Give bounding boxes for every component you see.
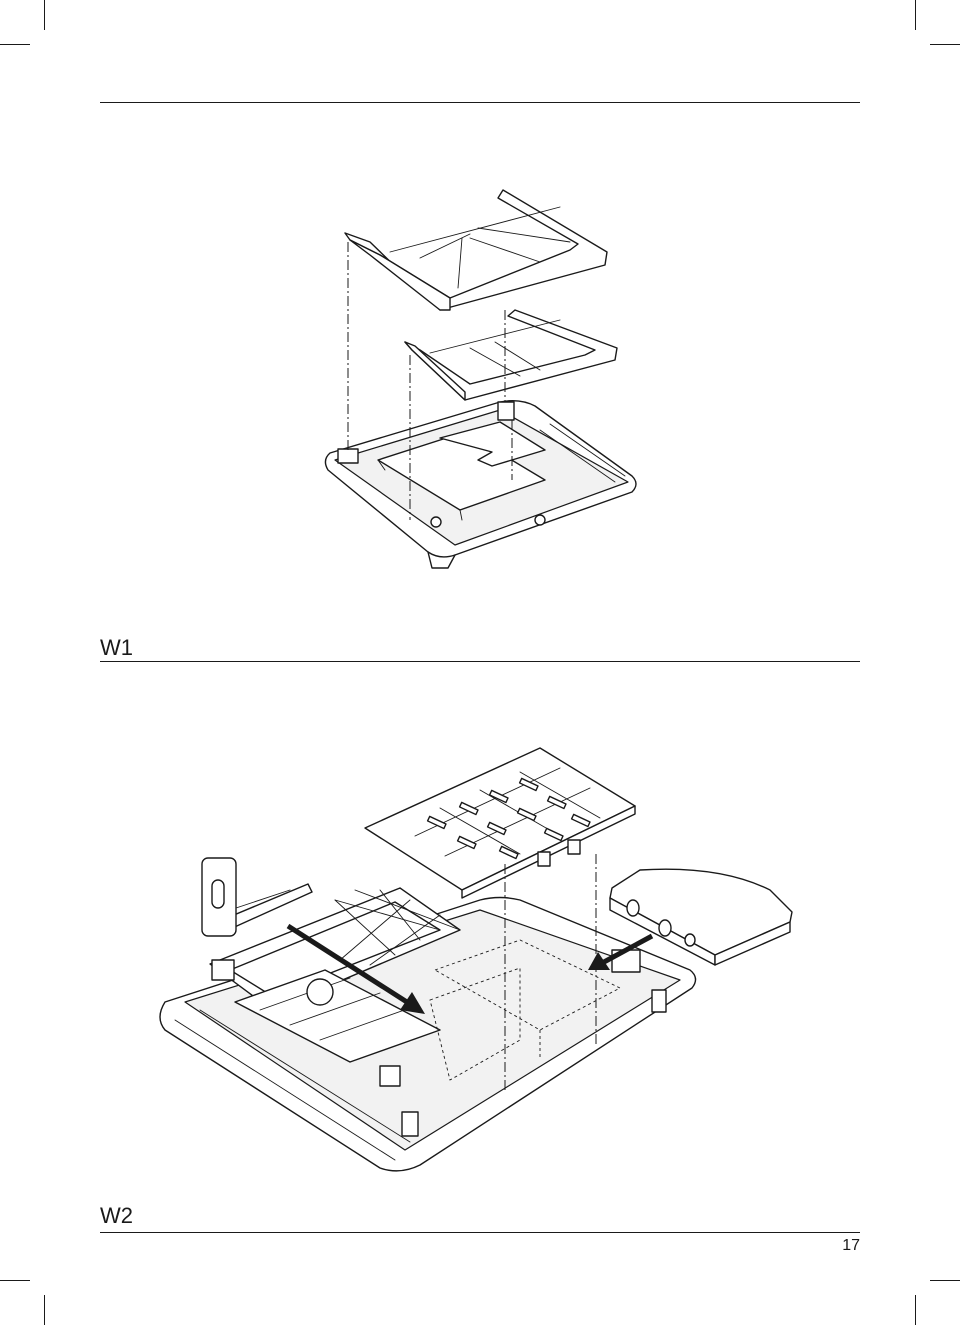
crop-mark-top-right-vertical [915,0,916,30]
figure-label-w1: W1 [100,635,133,660]
top-plate-part [364,747,636,899]
clip-part [379,1065,401,1087]
figure-label-w2: W2 [100,1203,133,1228]
base-tray-part [324,399,637,569]
upper-tray-part [344,189,608,311]
crop-mark-bottom-right-vertical [915,1295,916,1325]
side-cartridge-part [201,857,313,937]
footer-rule [100,1232,860,1233]
clip-part [211,959,235,981]
crop-mark-bottom-left-horizontal [0,1280,30,1281]
figure-w2-illustration [159,747,793,1172]
clip-part [401,1111,419,1137]
middle-frame-part [404,309,618,401]
filter-grid-part [209,887,461,1063]
crop-mark-bottom-left-vertical [44,1295,45,1325]
crop-mark-bottom-right-horizontal [930,1280,960,1281]
crop-mark-top-left-vertical [44,0,45,30]
figure-w1-illustration [324,189,637,569]
clip-part [651,989,667,1013]
crop-mark-top-right-horizontal [930,44,960,45]
slide-in-arrow-right [588,933,654,970]
figure-w1-rule [100,661,860,662]
page-number: 17 [842,1237,860,1254]
header-rule [100,102,860,103]
slide-in-arrow-left [286,923,425,1014]
crop-mark-top-left-horizontal [0,44,30,45]
side-cover-part [609,868,793,966]
